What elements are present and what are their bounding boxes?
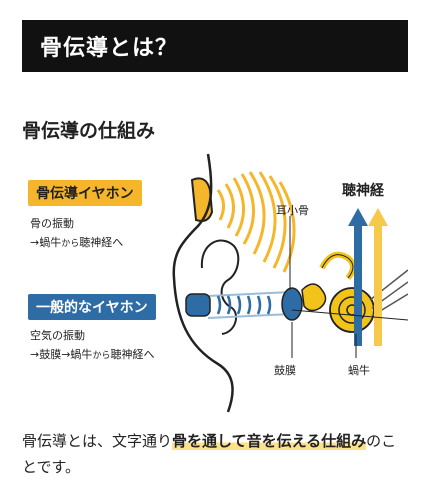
bone-conduction-figure: 骨伝導イヤホン 骨の振動 →蝸牛から聴神経へ 一般的なイヤホン 空気の振動 →鼓… [22, 150, 408, 420]
air-desc-line2: →鼓膜→蝸牛から聴神経へ [30, 348, 155, 361]
ear-canal [207, 291, 293, 319]
air-description: 空気の振動 →鼓膜→蝸牛から聴神経へ [30, 326, 154, 366]
section-title: 骨伝導の仕組み [22, 120, 156, 142]
ossicles [301, 283, 327, 312]
air-earphone-tag: 一般的なイヤホン [28, 294, 156, 320]
bone-earphone-tag: 骨伝導イヤホン [28, 180, 142, 206]
bone-desc-line2: →蝸牛から聴神経へ [30, 236, 124, 249]
label-auditory-nerve: 聴神経 [342, 183, 384, 199]
body-paragraph: 骨伝導とは、文字通り骨を通して音を伝える仕組みのことです。 [22, 432, 397, 476]
air-earphone [185, 293, 211, 317]
bone-description: 骨の振動 →蝸牛から聴神経へ [30, 214, 123, 254]
label-ossicles: 耳小骨 [276, 204, 309, 217]
air-desc-line1: 空気の振動 [30, 329, 85, 342]
ear-diagram-svg [172, 153, 408, 413]
highlight-text: 骨を通して音を伝える仕組み [172, 432, 367, 450]
section-banner: 骨伝導とは？ [22, 20, 408, 72]
label-eardrum: 鼓膜 [274, 364, 296, 377]
banner-title: 骨伝導とは？ [40, 36, 179, 61]
ear-outline [200, 239, 240, 335]
bone-desc-line1: 骨の振動 [30, 217, 74, 230]
label-cochlea: 蝸牛 [348, 364, 370, 377]
cochlea [329, 287, 375, 333]
air-waves [216, 295, 272, 315]
eardrum [281, 287, 303, 321]
head-outline [172, 153, 234, 413]
vibration-waves [216, 171, 296, 273]
